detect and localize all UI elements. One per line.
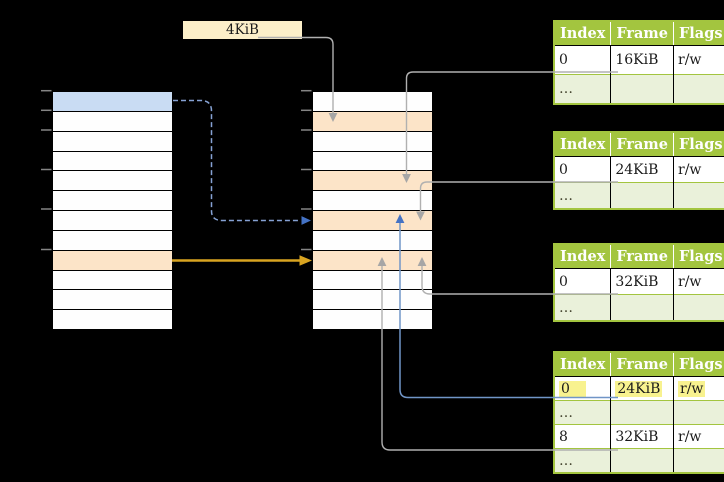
table-cell: 8 [554, 424, 612, 449]
column-header-frame: Frame [610, 352, 674, 377]
highlighted-value: 0 [559, 380, 586, 397]
column-header-index: Index [554, 21, 612, 46]
highlighted-value: r/w [678, 380, 706, 397]
memory-row-orange [53, 250, 172, 271]
memory-row-orange [313, 211, 432, 231]
table-cell [673, 74, 724, 104]
memory-row-white [313, 230, 432, 251]
arrow-virtual-blue-to-frame [173, 99, 300, 222]
memory-row-white [53, 171, 172, 192]
column-header-frame: Frame [610, 21, 674, 46]
table-row: 0 24KiB r/w [554, 376, 724, 401]
column-header-flags: Flags [673, 244, 724, 269]
memory-row-blue [53, 92, 172, 112]
memory-row-white [313, 290, 432, 311]
column-header-index: Index [554, 244, 612, 269]
column-header-index: Index [554, 132, 612, 157]
table-cell: r/w [673, 45, 724, 75]
virtual-memory-ticks [41, 89, 52, 251]
memory-row-white [53, 111, 172, 132]
table-cell: r/w [673, 268, 724, 295]
table-row: … [554, 294, 724, 321]
memory-row-orange [313, 250, 432, 271]
column-header-frame: Frame [610, 244, 674, 269]
page-size-legend-box: 4KiB [183, 21, 302, 39]
virtual-memory-table [53, 91, 172, 330]
table-cell: 0 [554, 156, 612, 183]
table-cell: … [554, 74, 612, 104]
memory-row-white [313, 270, 432, 291]
memory-row-white [53, 270, 172, 291]
memory-row-white [313, 310, 432, 330]
memory-row-white [53, 310, 172, 330]
column-header-flags: Flags [673, 352, 724, 377]
memory-row-white [313, 92, 432, 112]
table-cell [610, 400, 674, 425]
table-row: … [554, 74, 724, 104]
table-cell: … [554, 294, 612, 321]
table-cell [673, 182, 724, 209]
arrowhead-virtual-blue [301, 216, 311, 225]
table-cell: … [554, 182, 612, 209]
column-header-frame: Frame [610, 132, 674, 157]
table-cell [673, 294, 724, 321]
memory-row-white [313, 151, 432, 172]
table-cell: 16KiB [610, 45, 674, 75]
table-cell: 24KiB [610, 156, 674, 183]
table-cell [610, 182, 674, 209]
arrowhead-virtual-orange [299, 255, 312, 266]
page-size-label: 4KiB [226, 22, 259, 38]
table-cell [610, 294, 674, 321]
memory-row-orange [313, 111, 432, 132]
memory-row-white [53, 290, 172, 311]
memory-row-white [53, 151, 172, 172]
table-cell: … [554, 448, 612, 473]
table-cell [673, 448, 724, 473]
column-header-flags: Flags [673, 21, 724, 46]
table-cell: r/w [673, 424, 724, 449]
memory-row-white [313, 131, 432, 152]
table-cell [610, 448, 674, 473]
table-cell: r/w [673, 156, 724, 183]
table-cell: 0 [554, 45, 612, 75]
table-cell [610, 74, 674, 104]
column-header-flags: Flags [673, 132, 724, 157]
table-cell: 0 [554, 376, 612, 401]
highlighted-value: 24KiB [615, 380, 663, 397]
memory-row-white [53, 191, 172, 211]
physical-memory-table [313, 91, 432, 330]
memory-row-white [53, 211, 172, 231]
table-cell: 32KiB [610, 424, 674, 449]
table-cell: 24KiB [610, 376, 674, 401]
physical-memory-ticks [301, 89, 312, 251]
table-cell: … [554, 400, 612, 425]
column-header-index: Index [554, 352, 612, 377]
memory-row-white [313, 191, 432, 211]
table-row: … [554, 400, 724, 425]
memory-row-white [53, 230, 172, 251]
memory-row-orange [313, 171, 432, 192]
table-cell: r/w [673, 376, 724, 401]
memory-row-white [53, 131, 172, 152]
table-cell [673, 400, 724, 425]
table-row: … [554, 448, 724, 473]
table-cell: 0 [554, 268, 612, 295]
table-row: … [554, 182, 724, 209]
table-cell: 32KiB [610, 268, 674, 295]
